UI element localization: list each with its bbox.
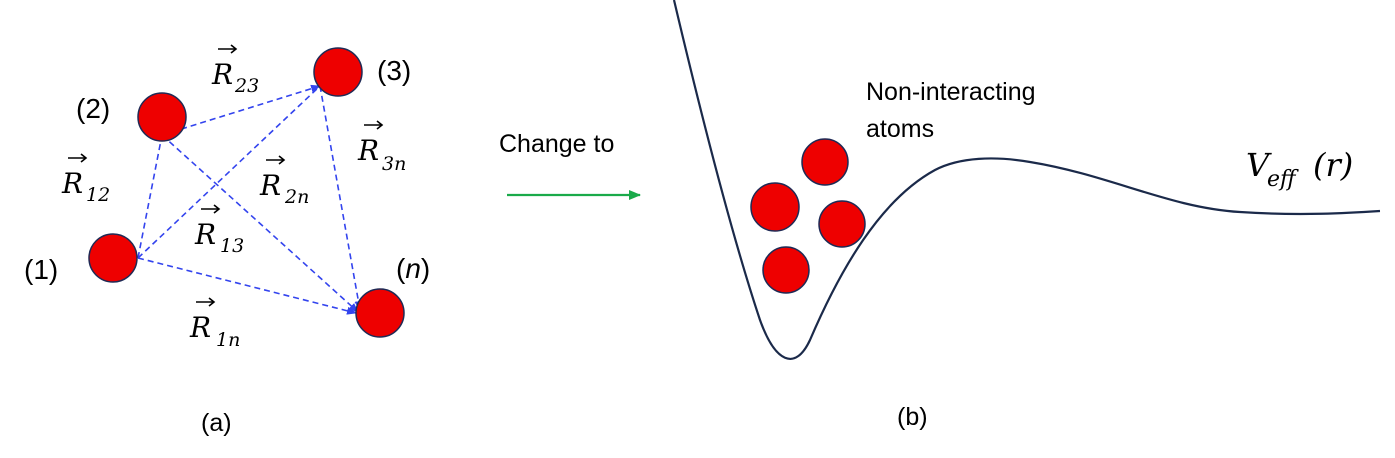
vector-label-1n: R 1n bbox=[189, 297, 240, 351]
atom-1-label: (1) bbox=[24, 254, 58, 285]
atom-2-label: (2) bbox=[76, 93, 110, 124]
vector-label-13: R 13 bbox=[194, 204, 244, 257]
atom-3-label: (3) bbox=[377, 55, 411, 86]
potential-curve bbox=[672, 0, 1381, 360]
svg-text:R: R bbox=[211, 58, 233, 91]
atoms-label-line2: atoms bbox=[866, 115, 934, 143]
vector-label-3n: R 3n bbox=[357, 120, 406, 175]
svg-text:R: R bbox=[357, 134, 379, 167]
svg-text:12: 12 bbox=[86, 184, 110, 206]
svg-text:R: R bbox=[194, 218, 216, 251]
vector-label-2n: R 2n bbox=[259, 155, 309, 208]
svg-text:(r): (r) bbox=[1313, 146, 1353, 184]
edge-2-n bbox=[161, 134, 359, 313]
atom-n bbox=[355, 288, 405, 338]
free-atom-bottom bbox=[762, 246, 810, 294]
vector-label-23: R 23 bbox=[211, 44, 259, 97]
svg-text:R: R bbox=[259, 169, 281, 202]
panel-a-edges bbox=[137, 84, 363, 315]
atoms-label-line1: Non-interacting bbox=[866, 78, 1036, 106]
svg-text:eff: eff bbox=[1267, 167, 1299, 192]
svg-text:13: 13 bbox=[220, 235, 244, 257]
edge-1-2 bbox=[137, 134, 163, 259]
free-atom-left bbox=[750, 182, 800, 232]
svg-text:1n: 1n bbox=[216, 329, 240, 351]
free-atom-top bbox=[801, 138, 849, 186]
panel-a-atoms bbox=[88, 47, 405, 338]
potential-label: V eff (r) bbox=[1246, 146, 1353, 192]
panel-b-atoms bbox=[750, 138, 866, 294]
svg-text:23: 23 bbox=[234, 75, 259, 97]
svg-text:R: R bbox=[61, 167, 83, 200]
edge-1-n bbox=[137, 257, 357, 315]
atom-1 bbox=[88, 233, 138, 283]
svg-text:2n: 2n bbox=[284, 186, 309, 208]
arrow-label: Change to bbox=[499, 130, 614, 158]
edge-2-3 bbox=[161, 84, 321, 136]
free-atom-right bbox=[818, 200, 866, 248]
atom-3 bbox=[313, 47, 363, 97]
svg-text:3n: 3n bbox=[382, 153, 406, 175]
caption-b: (b) bbox=[897, 403, 928, 431]
caption-a: (a) bbox=[201, 409, 232, 437]
svg-text:V: V bbox=[1246, 146, 1272, 184]
edge-3-n bbox=[319, 85, 363, 311]
vector-label-12: R 12 bbox=[61, 153, 110, 206]
svg-text:R: R bbox=[189, 311, 211, 344]
atom-2 bbox=[137, 92, 187, 142]
atom-n-label: (n) bbox=[396, 253, 430, 284]
edge-1-3 bbox=[137, 85, 321, 259]
